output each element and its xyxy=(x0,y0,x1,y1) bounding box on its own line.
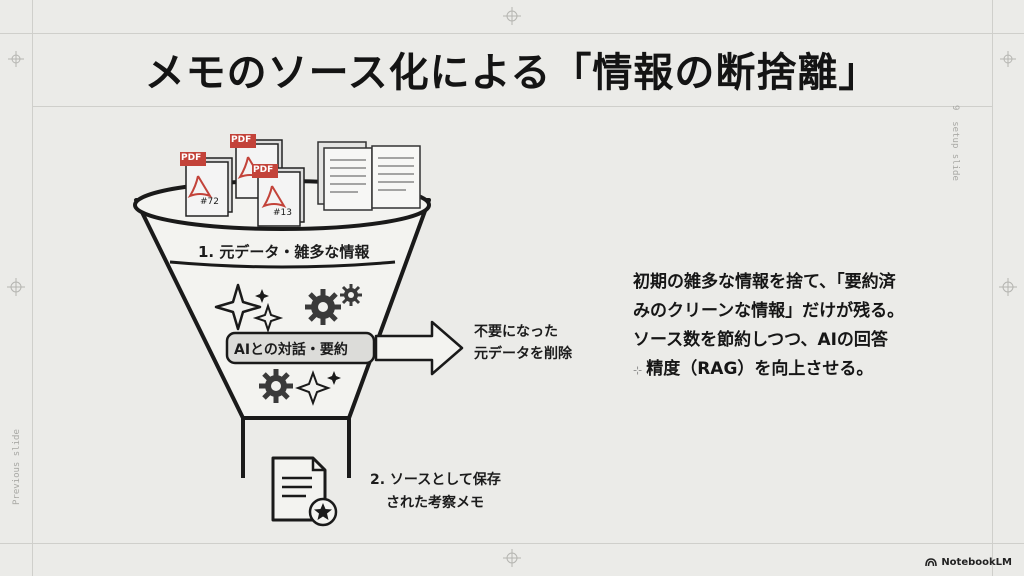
frame-left-line xyxy=(32,0,33,576)
slide-title: メモのソース化による「情報の断捨離」 xyxy=(144,50,880,96)
handle-mark-icon: ⊹ xyxy=(633,364,643,377)
description-line: ⊹精度（RAG）を向上させる。 xyxy=(633,359,874,379)
stage1-label: 1. 元データ・雑多な情報 xyxy=(198,243,370,261)
crosshair-top-left-icon xyxy=(8,51,24,67)
frame-bottom-line xyxy=(0,543,1024,544)
description-line: ソース数を節約しつつ、AIの回答 xyxy=(633,330,888,350)
star-badge-icon xyxy=(308,497,338,527)
crosshair-top-right-icon xyxy=(1000,51,1016,67)
description-line: 初期の雑多な情報を捨て、「要約済 xyxy=(633,272,896,292)
crosshair-top-icon xyxy=(503,7,521,25)
frame-right-line xyxy=(992,0,993,576)
arrow-label-line2: 元データを削除 xyxy=(474,346,572,362)
pdf-tag-label: PDF xyxy=(181,153,202,163)
pdf-page-number: #13 xyxy=(273,208,292,218)
pdf-tag-label: PDF xyxy=(253,165,274,175)
crosshair-left-icon xyxy=(7,278,25,296)
description-text: 初期の雑多な情報を捨て、「要約済 みのクリーンな情報」だけが残る。 ソース数を節… xyxy=(633,268,973,385)
sparkle-icon xyxy=(214,283,262,331)
arrow-label-line1: 不要になった xyxy=(474,324,558,340)
sparkle-small-icon xyxy=(255,289,269,303)
brand-name: NotebookLM xyxy=(941,557,1012,568)
brand-logo: NotebookLM xyxy=(925,557,1012,568)
ai-summary-pill xyxy=(225,331,376,365)
notebooklm-icon xyxy=(925,558,938,567)
gear-small-icon xyxy=(340,284,362,306)
pdf-tag-label: PDF xyxy=(231,135,252,145)
gear-icon xyxy=(305,289,341,325)
pdf-document-icon xyxy=(252,164,305,227)
sparkle-small-icon xyxy=(327,371,341,385)
stage2-label-line1: 2. ソースとして保存 xyxy=(370,472,501,488)
stage2-label-line2: された考察メモ xyxy=(386,495,484,511)
crosshair-right-icon xyxy=(999,278,1017,296)
description-line: みのクリーンな情報」だけが残る。 xyxy=(633,301,905,321)
text-document-stack-icon xyxy=(317,141,421,211)
sparkle-icon xyxy=(295,370,331,406)
title-divider-line xyxy=(32,106,992,107)
sparkle-icon xyxy=(252,302,284,334)
ai-summary-label: AIとの対話・要約 xyxy=(234,342,348,358)
funnel-spout xyxy=(241,418,351,478)
gear-icon xyxy=(259,369,293,403)
funnel-band-line xyxy=(169,260,396,269)
delete-arrow-icon xyxy=(374,320,464,376)
crosshair-bottom-icon xyxy=(503,549,521,567)
frame-top-line xyxy=(0,33,1024,34)
pdf-page-number: #72 xyxy=(200,197,219,207)
pdf-document-icon xyxy=(180,152,233,217)
